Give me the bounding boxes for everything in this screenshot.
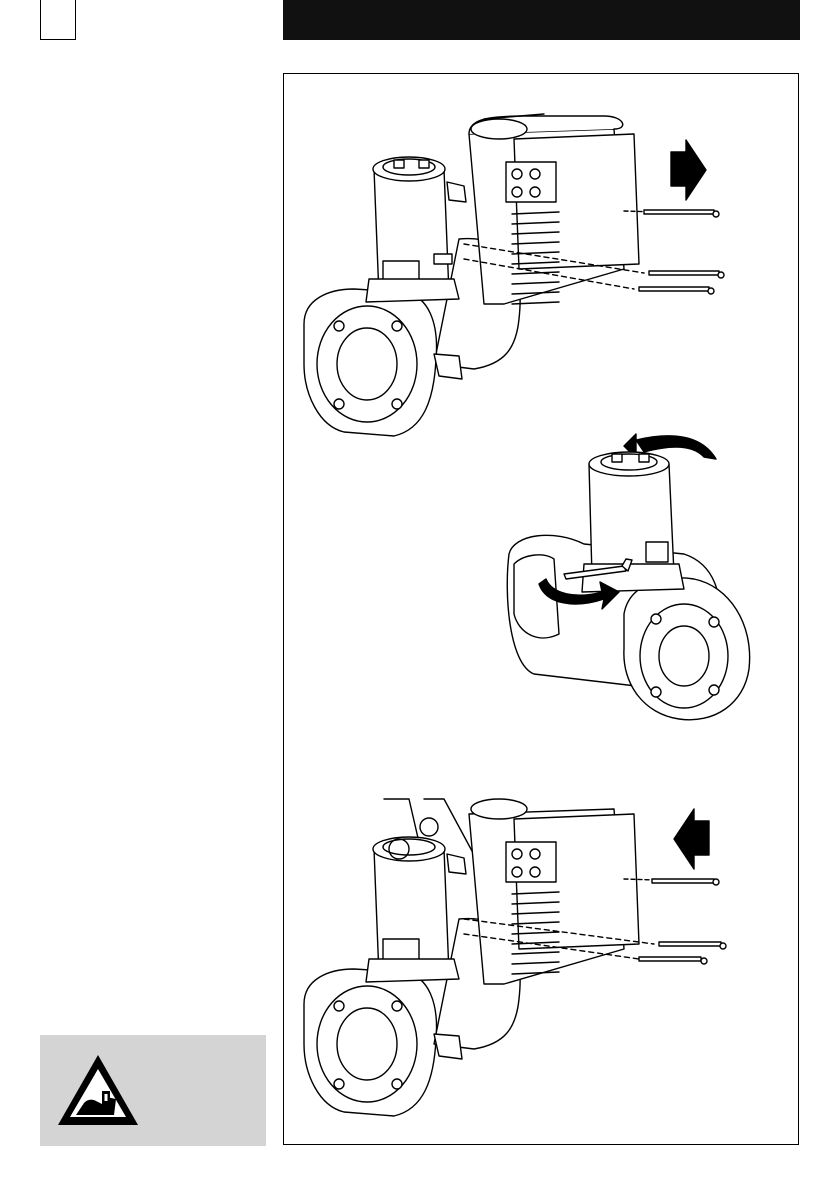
step-2-rotate-head [507, 434, 749, 720]
figure-frame [283, 73, 799, 1145]
step-3-reinstall-motor [304, 799, 726, 1116]
step-1-remove-motor [304, 114, 724, 436]
header-bar [283, 0, 800, 40]
page-tab [40, 0, 76, 40]
arrow-right-icon [671, 140, 706, 200]
hand-crush-warning-icon [56, 1053, 140, 1127]
warning-panel [40, 1035, 266, 1146]
pump-assembly-illustration [284, 74, 800, 1146]
arrow-left-icon [674, 809, 709, 869]
